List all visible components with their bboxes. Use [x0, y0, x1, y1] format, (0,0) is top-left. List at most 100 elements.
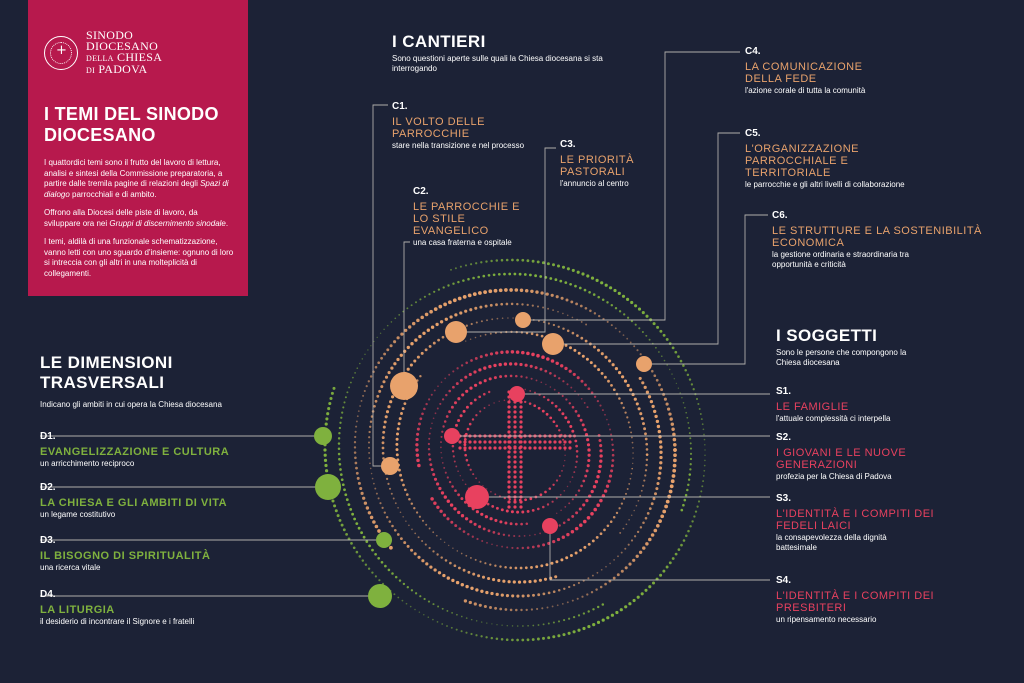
- ring-dot: [586, 516, 591, 520]
- ring-dot: [671, 427, 675, 432]
- ring-dot: [389, 400, 393, 404]
- ring-dot: [552, 483, 555, 486]
- ring-dot: [621, 294, 626, 298]
- ring-dot: [365, 506, 370, 510]
- ring-dot: [566, 267, 570, 271]
- ring-dot: [580, 397, 583, 400]
- ring-dot: [555, 361, 559, 366]
- ring-dot: [443, 420, 447, 423]
- ring-dot: [596, 503, 600, 507]
- c4-node: [515, 312, 531, 328]
- ring-dot: [500, 593, 504, 597]
- ring-dot: [378, 389, 382, 393]
- ring-dot: [632, 457, 634, 459]
- s1-node: [509, 386, 525, 402]
- ring-dot: [606, 301, 609, 304]
- ring-dot: [464, 453, 468, 457]
- ring-dot: [509, 374, 513, 378]
- ring-dot: [596, 399, 600, 403]
- ring-dot: [489, 352, 494, 356]
- ring-dot: [433, 307, 438, 311]
- ring-dot: [537, 544, 540, 548]
- c4-code: C4.: [745, 46, 761, 57]
- ring-dot: [519, 566, 523, 570]
- ring-dot: [369, 420, 373, 423]
- ring-dot: [622, 527, 625, 530]
- ring-dot: [615, 511, 619, 515]
- ring-dot: [469, 520, 473, 524]
- ring-dot: [576, 334, 579, 337]
- ring-dot: [396, 432, 399, 436]
- ring-dot: [589, 361, 593, 365]
- ring-2: [337, 272, 693, 627]
- ring-dot: [526, 351, 530, 356]
- c2-node: [390, 372, 418, 400]
- ring-dot: [497, 578, 501, 583]
- cross-dot: [519, 410, 523, 414]
- ring-dot: [668, 489, 673, 494]
- cross-dot: [519, 505, 523, 509]
- cross-dot: [507, 415, 511, 419]
- ring-dot: [368, 544, 371, 548]
- ring-dot: [324, 463, 328, 468]
- ring-dot: [662, 569, 666, 573]
- ring-dot: [537, 593, 541, 597]
- cross-dot: [507, 450, 511, 454]
- ring-dot: [514, 362, 518, 366]
- s1-title: LE FAMIGLIE: [776, 401, 849, 413]
- ring-dot: [384, 375, 389, 379]
- ring-dot: [507, 317, 509, 319]
- ring-dot: [644, 474, 647, 477]
- ring-dot: [336, 514, 340, 518]
- ring-dot: [457, 419, 461, 422]
- ring-dot: [555, 295, 559, 299]
- ring-dot: [459, 265, 462, 268]
- ring-dot: [387, 405, 391, 409]
- ring-dot: [557, 634, 561, 638]
- ring-dot: [473, 398, 477, 402]
- ring-dot: [550, 293, 554, 297]
- ring-dot: [541, 607, 544, 610]
- ring-dot: [436, 505, 440, 509]
- ring-dot: [682, 402, 685, 404]
- ring-dot: [659, 450, 663, 454]
- ring-dot: [415, 301, 417, 304]
- ring-dot: [648, 338, 651, 341]
- ring-dot: [432, 603, 435, 606]
- ring-dot: [571, 476, 574, 478]
- cross-dot: [478, 446, 482, 450]
- ring-dot: [627, 421, 630, 424]
- ring-dot: [653, 528, 658, 533]
- ring-dot: [630, 431, 633, 434]
- ring-dot: [559, 279, 563, 283]
- ring-dot: [513, 272, 517, 276]
- cross-dot: [508, 440, 512, 444]
- logo-line-2: DIOCESANO: [86, 39, 159, 53]
- ring-dot: [596, 571, 599, 574]
- ring-dot: [659, 573, 663, 577]
- ring-dot: [361, 559, 365, 562]
- ring-dot: [353, 517, 356, 521]
- intro-p2-text: Offrono alla Diocesi delle piste di lavo…: [44, 208, 198, 228]
- ring-dot: [495, 592, 499, 597]
- d2-desc: un legame costitutivo: [40, 510, 116, 519]
- ring-dot: [406, 345, 410, 350]
- ring-dot: [555, 512, 558, 515]
- ring-dot: [480, 621, 483, 623]
- ring-dot: [625, 523, 628, 526]
- ring-dot: [410, 589, 414, 592]
- ring-dot: [675, 382, 678, 385]
- ring-dot: [346, 391, 349, 394]
- ring-dot: [600, 352, 604, 356]
- ring-dot: [604, 413, 606, 416]
- ring-dot: [337, 447, 341, 451]
- ring-dot: [374, 575, 378, 578]
- cross-dot: [468, 440, 472, 444]
- ring-dot: [458, 566, 461, 570]
- ring-dot: [668, 412, 672, 416]
- ring-dot: [647, 395, 652, 399]
- ring-dot: [500, 638, 504, 641]
- ring-dot: [425, 523, 428, 526]
- ring-dot: [432, 417, 435, 420]
- ring-dot: [382, 380, 386, 384]
